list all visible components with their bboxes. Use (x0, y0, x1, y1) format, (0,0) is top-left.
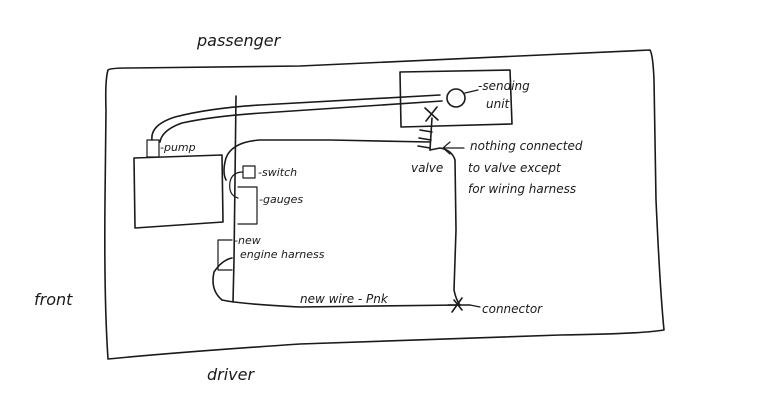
engine-harness-label-1: -new (234, 234, 261, 247)
pump-box (133, 154, 224, 229)
gauges-box (237, 186, 258, 225)
harness-top-run (223, 139, 431, 181)
connector-leader (469, 304, 481, 308)
switch-label: -switch (258, 166, 297, 179)
vehicle-outline (104, 49, 665, 360)
sending-unit-label-2: unit (486, 97, 511, 111)
driver-label: driver (207, 365, 255, 384)
sending-unit-label-1: -sending (478, 79, 530, 93)
front-label: front (34, 290, 73, 309)
x-mark-icon (424, 106, 439, 122)
switch-wire (229, 171, 244, 199)
sending-unit-box (399, 69, 513, 128)
valve-stem (429, 117, 433, 151)
note-line-3: for wiring harness (468, 182, 576, 196)
valve-symbol (417, 129, 433, 149)
gauges-label: -gauges (259, 193, 303, 206)
new-wire-label: new wire - Pnk (300, 292, 389, 306)
harness-bottom-run (212, 257, 461, 308)
note-line-2: to valve except (468, 161, 562, 175)
connector-icon (447, 297, 471, 313)
passenger-label: passenger (196, 31, 282, 50)
connector-label: connector (482, 302, 543, 316)
firewall-line (232, 95, 237, 303)
sending-unit-circle (446, 88, 466, 108)
sending-unit-leader (464, 89, 479, 94)
hose-outer (151, 94, 441, 141)
pump-connector (146, 139, 160, 158)
engine-harness-box (217, 239, 233, 271)
valve-label: valve (411, 161, 443, 175)
switch-box (242, 165, 256, 179)
engine-harness-label-2: engine harness (240, 248, 325, 261)
hose-inner (159, 100, 443, 143)
pump-label: -pump (160, 141, 196, 154)
note-line-1: nothing connected (470, 139, 583, 153)
wiring-harness-loop (429, 147, 461, 306)
